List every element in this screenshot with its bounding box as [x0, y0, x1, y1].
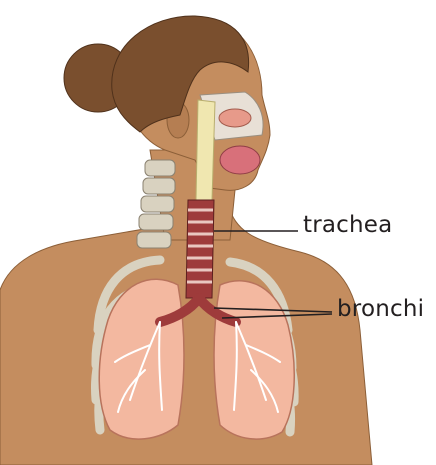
pharynx — [196, 100, 215, 200]
torso — [0, 205, 372, 465]
nasal-conchae — [219, 109, 251, 127]
tongue — [220, 146, 260, 174]
bronchi-label: bronchi — [337, 298, 424, 321]
spine — [137, 160, 175, 248]
trachea — [186, 200, 214, 298]
trachea-label: trachea — [303, 214, 392, 237]
